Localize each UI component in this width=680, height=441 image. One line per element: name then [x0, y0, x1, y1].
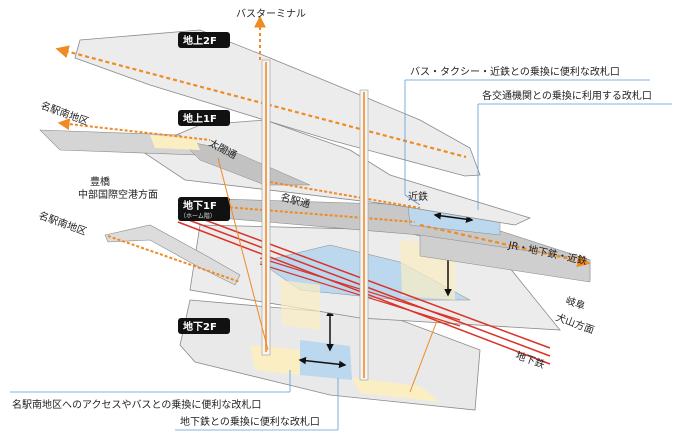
callout-subway: 地下鉄との乗換に便利な改札口: [175, 378, 339, 431]
label-kintetsu: 近鉄: [408, 190, 428, 203]
connector-1: [217, 157, 269, 351]
floor-b1: [104, 209, 561, 365]
pillars: [261, 59, 369, 381]
badge-f2-label: 地上2F: [183, 34, 217, 47]
b1-glow-left: [280, 280, 320, 330]
badge-f1: 地上1F: [178, 110, 230, 126]
callout-bus-taxi-line: [404, 80, 421, 206]
b2-arrow-h: [298, 356, 347, 369]
badge-b1: 地下1F （ホーム階）: [178, 197, 230, 221]
b2-gate-yellow-right: [352, 378, 440, 402]
badge-b2-label: 地下2F: [183, 320, 217, 333]
badge-b2-bg: [178, 318, 230, 334]
f1-left-orange: [57, 118, 211, 141]
floor-f1: [39, 118, 532, 226]
label-south-area-top: 名駅南地区: [39, 99, 90, 128]
f1-yellow: [150, 135, 200, 150]
floor-f2-slab: [74, 29, 481, 177]
badge-b1-sub: （ホーム階）: [180, 212, 216, 220]
badge-b2: 地下2F: [178, 318, 230, 334]
b1-walkway: [104, 224, 241, 286]
label-gifu-2: 犬山方面: [554, 311, 596, 337]
callout-subway-text: 地下鉄との乗換に便利な改札口: [180, 415, 320, 428]
label-south-area-mid: 名駅南地区: [37, 209, 88, 238]
badge-b1-bg: [178, 197, 230, 221]
floor-f1-slab: [139, 119, 532, 226]
callout-bus-taxi: バス・タクシー・近鉄との乗換に便利な改札口: [404, 65, 650, 206]
meieki-orange-line: [199, 204, 416, 223]
label-subway: 地下鉄: [514, 349, 547, 371]
floor-b2: [179, 299, 481, 411]
badge-f1-label: 地上1F: [183, 112, 217, 125]
f1-orange-line: [269, 181, 421, 209]
label-gifu-1: 岐阜: [564, 294, 587, 313]
callout-all-text: 各交通機関との乗換に利用する改札口: [482, 89, 652, 102]
road-right: [419, 234, 591, 283]
label-bus-terminal: バスターミナル: [236, 8, 306, 20]
label-toyohashi-1: 豊橋: [90, 175, 110, 188]
badge-f2: 地上2F: [178, 32, 230, 48]
connector-2: [409, 317, 439, 393]
b2-gate-blue: [300, 340, 352, 380]
badge-f1-bg: [178, 110, 230, 126]
badge-f2-bg: [178, 32, 230, 48]
callout-south-access: 名駅南地区へのアクセスやバスとの乗換に便利な改札口: [10, 370, 291, 411]
callout-bus-taxi-text: バス・タクシー・近鉄との乗換に便利な改札口: [410, 65, 620, 78]
callout-all: 各交通機関との乗換に利用する改札口: [477, 89, 672, 210]
jr-orange-line: [419, 223, 591, 268]
kintetsu-arrow: [433, 212, 474, 223]
label-toyohashi-2: 中部国際空港方面: [78, 188, 158, 201]
badge-b1-label: 地下1F: [183, 199, 217, 212]
b1-walk-orange: [107, 235, 241, 283]
callout-south-access-text: 名駅南地区へのアクセスやバスとの乗換に便利な改札口: [12, 398, 261, 411]
